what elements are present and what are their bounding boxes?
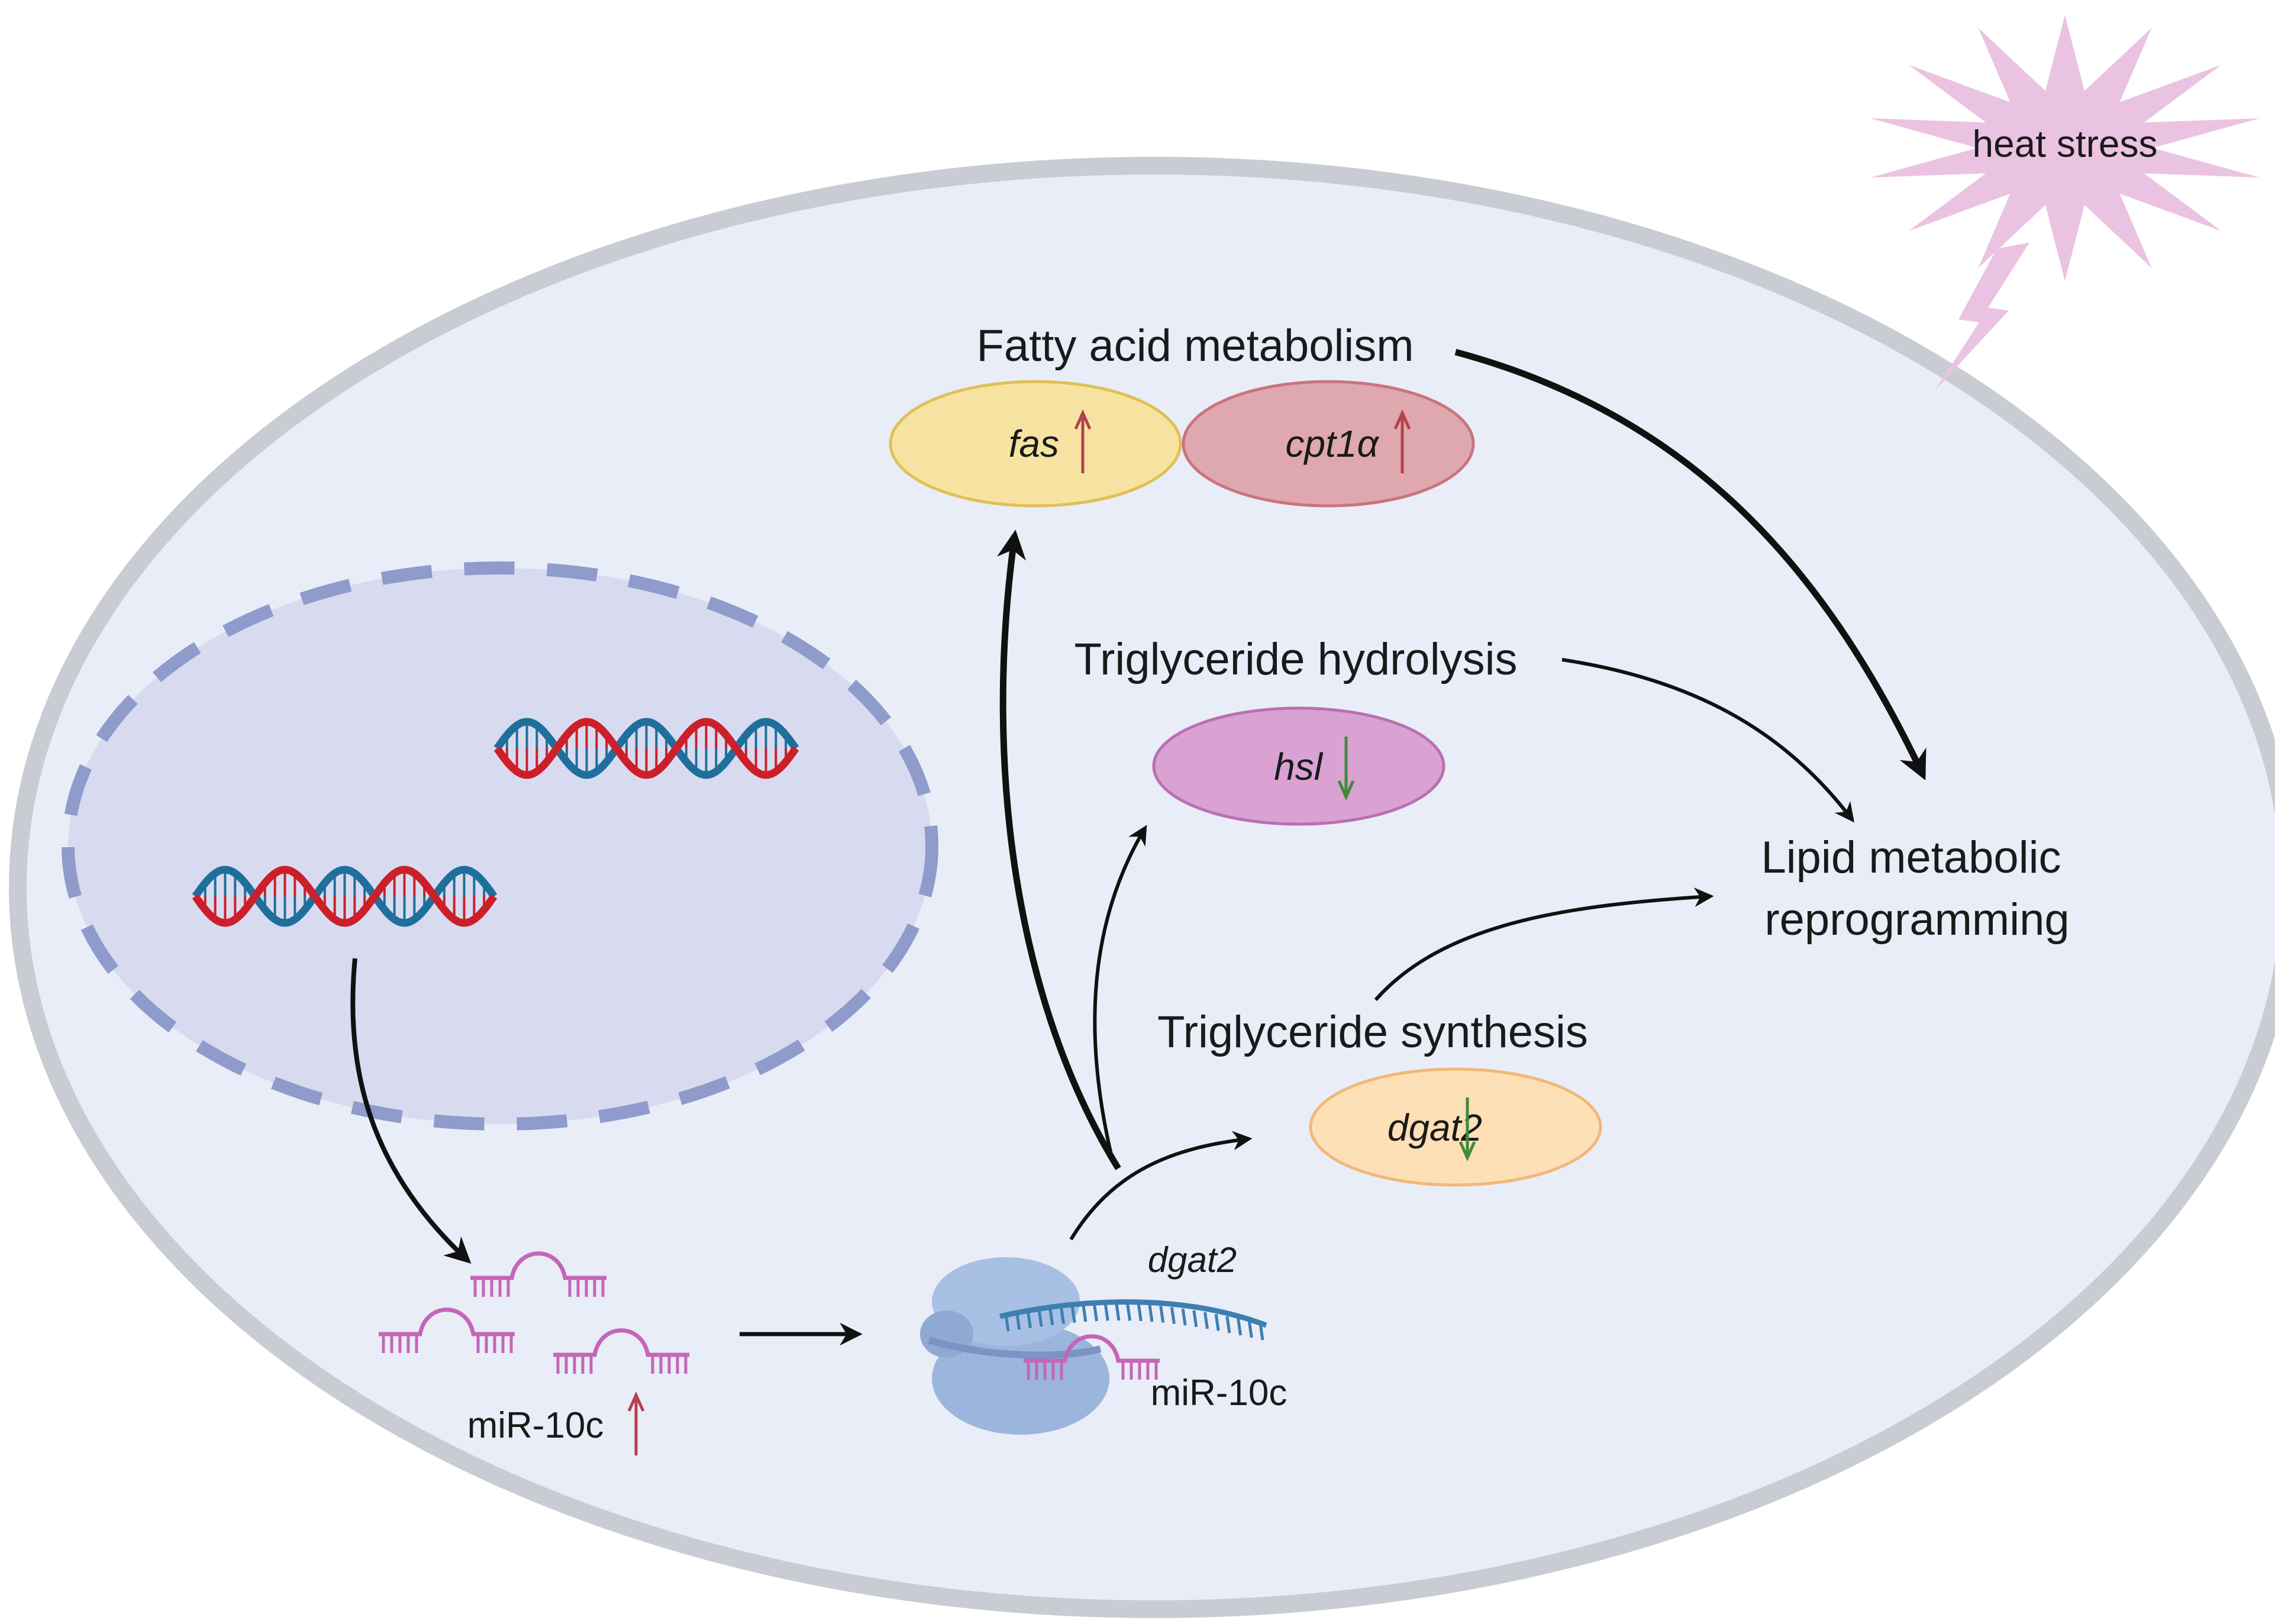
pathway-title-synthesis: Triglyceride synthesis xyxy=(1157,1007,1588,1057)
cell-membrane xyxy=(9,157,2275,1618)
arrow-to-fatty-acid-genes xyxy=(997,530,1121,1170)
up-arrow-icon xyxy=(627,1391,645,1455)
down-arrow-icon xyxy=(1337,737,1355,801)
gene-label: hsl xyxy=(1274,745,1324,788)
mirna-icon xyxy=(553,1328,689,1374)
gene-oval-hsl: hsl xyxy=(1152,706,1445,826)
pathway-title-fatty-acid: Fatty acid metabolism xyxy=(976,321,1414,371)
outcome-label-line1: Lipid metabolic xyxy=(1761,832,2061,883)
heat-stress-burst-icon: heat stress xyxy=(1870,15,2260,390)
stimulus-label: heat stress xyxy=(1972,122,2157,165)
arrow-transcription xyxy=(350,958,472,1264)
nucleus xyxy=(62,561,938,1131)
mrna-strand-icon xyxy=(999,1299,1267,1341)
mirna-label: miR-10c xyxy=(467,1405,604,1446)
mirna-icon xyxy=(470,1251,606,1297)
arrow-hydrolysis-to-outcome xyxy=(1561,658,1854,823)
bound-mirna-icon xyxy=(1024,1334,1160,1380)
arrow-to-synthesis-gene xyxy=(1069,1131,1253,1241)
gene-oval-cpt1a: cpt1α xyxy=(1182,380,1475,508)
target-mrna-label: dgat2 xyxy=(1148,1240,1237,1280)
mirna-icon xyxy=(379,1307,515,1353)
down-arrow-icon xyxy=(1458,1097,1476,1162)
arrow-fatty-acid-to-outcome xyxy=(1454,348,1927,780)
gene-label: cpt1α xyxy=(1286,422,1380,465)
pathway-title-hydrolysis: Triglyceride hydrolysis xyxy=(1074,634,1518,685)
dna-helix-icon xyxy=(192,866,498,927)
target-mirna-label: miR-10c xyxy=(1151,1373,1287,1413)
arrow-to-hydrolysis-gene xyxy=(1093,825,1147,1160)
outcome-label-line2: reprogramming xyxy=(1764,895,2069,945)
dna-helix-icon xyxy=(493,718,799,779)
gene-oval-dgat2: dgat2 xyxy=(1309,1067,1602,1187)
up-arrow-icon xyxy=(1074,409,1092,473)
ribosome-icon xyxy=(920,1257,1109,1435)
gene-label: fas xyxy=(1009,422,1059,465)
arrow-synthesis-to-outcome xyxy=(1374,887,1714,1001)
gene-oval-fas: fas xyxy=(889,380,1182,508)
up-arrow-icon xyxy=(1393,409,1411,473)
